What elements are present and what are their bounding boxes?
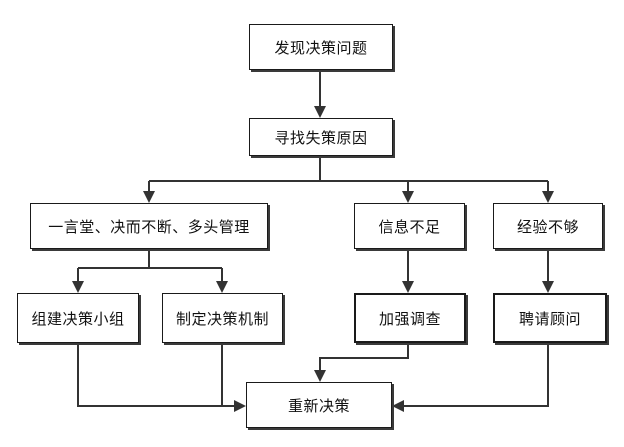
node-redecide-label: 重新决策	[287, 396, 350, 415]
node-fix-investigate: 加强调查	[354, 293, 466, 343]
arrowhead-redecide-left	[234, 400, 246, 412]
node-fix-consultant: 聘请顾问	[493, 293, 607, 343]
arrowhead-fix-investigate	[402, 281, 414, 293]
node-cause-autocratic-label: 一言堂、决而不断、多头管理	[48, 217, 250, 236]
arrowhead-fix-team	[72, 281, 84, 293]
node-find-cause-label: 寻找失策原因	[274, 128, 368, 147]
node-discover: 发现决策问题	[249, 24, 393, 70]
node-fix-consultant-label: 聘请顾问	[518, 309, 581, 328]
arrowhead-fix-mechanism	[216, 281, 228, 293]
arrowhead-cause-info	[402, 191, 414, 203]
node-fix-team-label: 组建决策小组	[31, 309, 125, 328]
arrowhead-find-cause	[314, 106, 326, 118]
arrowhead-fix-consultant	[542, 281, 554, 293]
node-fix-mechanism-label: 制定决策机制	[175, 309, 269, 328]
edge-fix-team-to-redecide	[77, 343, 236, 407]
node-cause-experience-label: 经验不够	[516, 217, 579, 236]
edge-fix-investigate-to-redecide	[319, 343, 409, 372]
arrowhead-cause-experience	[542, 191, 554, 203]
node-fix-mechanism: 制定决策机制	[162, 293, 283, 343]
node-redecide: 重新决策	[246, 382, 392, 428]
node-fix-team: 组建决策小组	[17, 293, 139, 343]
node-cause-info: 信息不足	[354, 203, 465, 249]
arrowhead-redecide-top	[314, 370, 326, 382]
node-fix-investigate-label: 加强调查	[378, 309, 441, 328]
node-cause-experience: 经验不够	[493, 203, 603, 249]
node-find-cause: 寻找失策原因	[249, 118, 393, 156]
node-cause-autocratic: 一言堂、决而不断、多头管理	[30, 203, 268, 249]
arrowhead-redecide-right	[392, 400, 404, 412]
node-cause-info-label: 信息不足	[378, 217, 441, 236]
edge-fix-consultant-to-redecide	[402, 343, 549, 407]
node-discover-label: 发现决策问题	[274, 38, 368, 57]
arrowhead-cause-autocratic	[143, 191, 155, 203]
